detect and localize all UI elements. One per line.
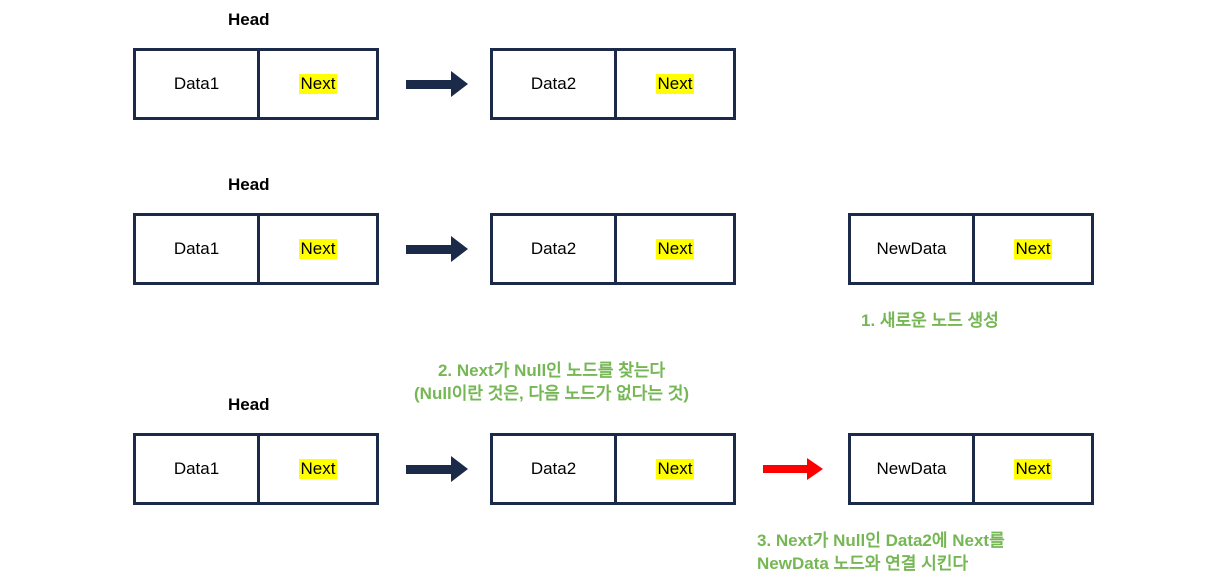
arrow-head-icon	[451, 236, 468, 262]
next-highlight: Next	[655, 459, 695, 479]
node-data-cell: Data1	[136, 436, 260, 502]
node-newdata-row2: NewData Next	[848, 213, 1094, 285]
next-highlight: Next	[298, 459, 338, 479]
node-data-cell: Data1	[136, 216, 260, 282]
annotation-2: 2. Next가 Null인 노드를 찾는다 (Null이란 것은, 다음 노드…	[414, 361, 690, 403]
arrow-shaft	[406, 244, 451, 254]
node-next-cell: Next	[975, 216, 1091, 282]
node-data2-row3: Data2 Next	[490, 433, 736, 505]
node-data-cell: Data2	[493, 51, 617, 117]
node-next-cell: Next	[260, 216, 376, 282]
annotation-3: 3. Next가 Null인 Data2에 Next를 NewData 노드와 …	[757, 531, 1005, 573]
node-next-cell: Next	[260, 436, 376, 502]
head-label-row2: Head	[228, 175, 270, 194]
node-data-cell: Data2	[493, 436, 617, 502]
arrow-shaft	[763, 465, 807, 473]
arrow-shaft	[406, 464, 451, 474]
next-highlight: Next	[1013, 239, 1053, 259]
arrow-row2-1	[406, 236, 468, 262]
node-next-cell: Next	[617, 216, 733, 282]
arrow-row1-1	[406, 71, 468, 97]
node-next-cell: Next	[260, 51, 376, 117]
node-data-cell: Data2	[493, 216, 617, 282]
node-next-cell: Next	[975, 436, 1091, 502]
next-highlight: Next	[655, 74, 695, 94]
head-label-row1: Head	[228, 10, 270, 29]
next-highlight: Next	[298, 239, 338, 259]
arrow-head-icon	[451, 71, 468, 97]
next-highlight: Next	[655, 239, 695, 259]
node-next-cell: Next	[617, 51, 733, 117]
arrow-row3-2-red	[763, 458, 825, 480]
annotation-1: 1. 새로운 노드 생성	[861, 311, 999, 330]
arrow-row3-1	[406, 456, 468, 482]
arrow-head-icon	[451, 456, 468, 482]
node-data2-row2: Data2 Next	[490, 213, 736, 285]
next-highlight: Next	[298, 74, 338, 94]
node-data1-row3: Data1 Next	[133, 433, 379, 505]
head-label-row3: Head	[228, 395, 270, 414]
next-highlight: Next	[1013, 459, 1053, 479]
arrow-shaft	[406, 79, 451, 89]
node-data1-row2: Data1 Next	[133, 213, 379, 285]
node-next-cell: Next	[617, 436, 733, 502]
arrow-head-icon	[807, 458, 823, 480]
node-data-cell: Data1	[136, 51, 260, 117]
node-data-cell: NewData	[851, 436, 975, 502]
node-newdata-row3: NewData Next	[848, 433, 1094, 505]
node-data-cell: NewData	[851, 216, 975, 282]
node-data1-row1: Data1 Next	[133, 48, 379, 120]
node-data2-row1: Data2 Next	[490, 48, 736, 120]
